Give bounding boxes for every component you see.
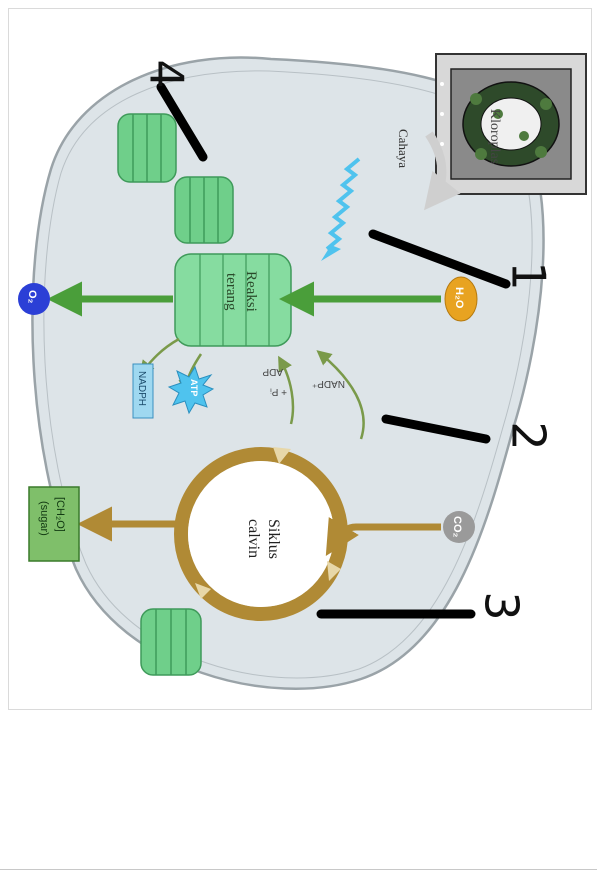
bottom-divider [0,869,597,877]
nadp-to-light-arrow [316,350,365,440]
granum-bottom [140,608,202,676]
figure-frame: Cahaya [8,8,592,710]
oxygen-badge [18,283,50,315]
sugar-label-line2: (sugar) [38,501,50,536]
nadph-box [132,363,154,419]
rotated-diagram: Cahaya [9,9,591,709]
co2-label: CO₂ [451,516,463,538]
atp-burst [167,365,215,415]
calvin-ring-arrowhead-bottom [195,583,211,599]
nadp-label: NADP⁺ [312,378,345,389]
adp-to-light-arrow [278,355,295,425]
marker-number-1: 1 [501,261,556,291]
marker-number-3: 3 [474,591,529,621]
marker-bar-2 [381,414,491,444]
light-direction-arrow [424,131,461,211]
sugar-box [28,486,80,562]
co2-to-calvin-arrow [325,516,441,557]
calvin-cycle-label-line1: Siklus [265,519,282,559]
photosynthesis-diagram: Cahaya [18,53,587,690]
granum-middle [174,176,234,244]
marker-number-4: 4 [139,59,194,89]
sugar-label-line1: [CH₂O] [54,497,66,532]
chloroplast-inner-membrane [43,70,533,679]
calvin-cycle-label-line2: calvin [245,519,262,558]
calvin-cycle-inner [188,461,334,607]
calvin-ring-arrowhead-top [273,447,291,464]
water-label: H₂O [453,287,465,309]
light-reaction-label-line2: terang [223,273,239,311]
chloroplast-outer-membrane [31,56,545,690]
sunlight-label: Cahaya [396,129,411,168]
co2-badge [443,511,475,543]
marker-bar-4 [156,82,208,162]
atp-label: ATP [189,379,199,396]
marker-number-2: 2 [501,421,556,451]
adp-label: ADP [262,366,283,377]
calvin-ring-arrowhead-right [327,561,341,581]
granum-light-reaction [174,253,292,347]
water-badge [444,276,478,322]
nadph-label: NADPH [136,371,147,406]
oxygen-label: O₂ [26,290,38,304]
granum-top [117,113,177,183]
sunlight-arrowhead [321,245,341,261]
light-reaction-label-line1: Reaksi [243,271,259,312]
marker-bar-1 [368,229,511,289]
pi-label: + Pᵢ [270,386,287,397]
sunlight-zigzag [325,157,361,251]
chloroplast-label: Kloroplas [487,109,502,164]
leaf-cell-illustration [435,53,587,195]
